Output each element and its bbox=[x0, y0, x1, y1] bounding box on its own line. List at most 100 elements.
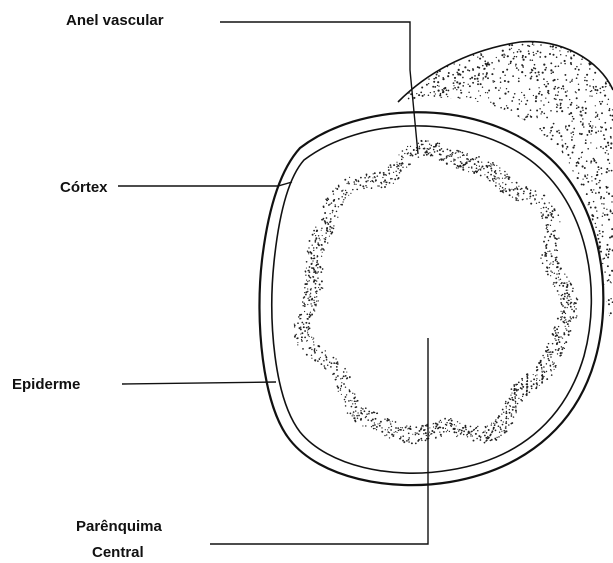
stipple-dot bbox=[437, 142, 439, 144]
stipple-dot bbox=[361, 413, 363, 415]
stipple-dot bbox=[524, 97, 525, 98]
stipple-dot bbox=[581, 107, 583, 109]
stipple-dot bbox=[491, 440, 492, 441]
stipple-dot bbox=[418, 94, 420, 96]
stipple-dot bbox=[504, 80, 506, 82]
stipple-dot bbox=[446, 163, 447, 164]
stipple-dot bbox=[513, 189, 515, 191]
stipple-dot bbox=[347, 412, 348, 413]
stipple-dot bbox=[415, 432, 416, 433]
stipple-dot bbox=[556, 261, 558, 263]
stipple-dot bbox=[482, 166, 484, 168]
stipple-dot bbox=[470, 434, 471, 435]
stipple-dot bbox=[438, 85, 439, 86]
stipple-dot bbox=[306, 354, 308, 356]
stipple-dot bbox=[550, 351, 552, 353]
stipple-dot bbox=[309, 327, 311, 329]
stipple-dot bbox=[375, 181, 376, 182]
stipple-dot bbox=[606, 42, 608, 44]
stipple-dot bbox=[588, 204, 590, 206]
stipple-dot bbox=[450, 154, 451, 155]
stipple-dot bbox=[373, 173, 374, 174]
stipple-dot bbox=[535, 97, 537, 99]
stipple-dot bbox=[585, 139, 587, 141]
stipple-dot bbox=[482, 109, 484, 111]
stipple-dot bbox=[544, 236, 546, 238]
stipple-dot bbox=[353, 397, 355, 399]
stipple-dot bbox=[406, 149, 408, 151]
stipple-dot bbox=[482, 79, 483, 80]
stipple-dot bbox=[333, 357, 335, 359]
stipple-dot bbox=[457, 168, 458, 169]
stipple-dot bbox=[483, 168, 485, 170]
stipple-dot bbox=[511, 182, 512, 183]
stipple-dot bbox=[520, 122, 522, 124]
stipple-dot bbox=[604, 271, 605, 272]
stipple-dot bbox=[478, 109, 480, 111]
stipple-dot bbox=[567, 107, 568, 108]
stipple-dot bbox=[506, 408, 507, 409]
stipple-dot bbox=[600, 68, 601, 69]
stipple-dot bbox=[420, 98, 422, 100]
stipple-dot bbox=[570, 299, 571, 300]
stipple-dot bbox=[605, 253, 607, 255]
stipple-dot bbox=[518, 80, 520, 82]
stipple-dot bbox=[602, 236, 604, 238]
stipple-dot bbox=[489, 180, 490, 181]
stipple-dot bbox=[401, 162, 403, 164]
stipple-dot bbox=[355, 401, 357, 403]
stipple-dot bbox=[406, 425, 407, 426]
stipple-dot bbox=[541, 382, 543, 384]
stipple-dot bbox=[610, 38, 612, 40]
stipple-dot bbox=[338, 206, 339, 207]
stipple-dot bbox=[364, 410, 366, 412]
stipple-dot bbox=[377, 423, 378, 424]
stipple-dot bbox=[560, 103, 562, 105]
stipple-dot bbox=[568, 281, 569, 282]
stipple-dot bbox=[350, 413, 352, 415]
stipple-dot bbox=[395, 171, 396, 172]
stipple-dot bbox=[338, 186, 340, 188]
stipple-dot bbox=[470, 97, 471, 98]
stipple-dot bbox=[546, 226, 548, 228]
stipple-dot bbox=[376, 412, 378, 414]
stipple-dot bbox=[512, 409, 514, 411]
stipple-dot bbox=[558, 277, 559, 278]
stipple-dot bbox=[569, 169, 571, 171]
stipple-dot bbox=[533, 378, 535, 380]
stipple-dot bbox=[556, 273, 557, 274]
stipple-dot bbox=[610, 127, 612, 129]
stipple-dot bbox=[355, 184, 356, 185]
stipple-dot bbox=[308, 322, 310, 324]
stipple-dot bbox=[482, 86, 483, 87]
stipple-dot bbox=[304, 337, 306, 339]
stipple-dot bbox=[558, 270, 559, 271]
stipple-dot bbox=[513, 52, 514, 53]
stipple-dot bbox=[555, 332, 557, 334]
stipple-dot bbox=[324, 241, 325, 242]
stipple-dot bbox=[570, 57, 571, 58]
stipple-dot bbox=[329, 226, 331, 228]
stipple-dot bbox=[301, 322, 303, 324]
stipple-dot bbox=[447, 75, 449, 77]
stipple-dot bbox=[443, 57, 444, 58]
stipple-dot bbox=[476, 438, 478, 440]
stipple-dot bbox=[551, 354, 552, 355]
stipple-dot bbox=[473, 430, 474, 431]
stipple-dot bbox=[543, 207, 545, 209]
stipple-dot bbox=[589, 48, 590, 49]
stipple-dot bbox=[316, 247, 318, 249]
label-parenquima-line1: Parênquima bbox=[76, 519, 162, 534]
stipple-dot bbox=[597, 171, 599, 173]
stipple-dot bbox=[578, 158, 580, 160]
stipple-dot bbox=[571, 102, 573, 104]
stipple-dot bbox=[602, 216, 603, 217]
stipple-dot bbox=[548, 224, 549, 225]
stipple-dot bbox=[557, 353, 558, 354]
stipple-dot bbox=[493, 164, 494, 165]
stipple-dot bbox=[333, 199, 335, 201]
stipple-dot bbox=[401, 156, 402, 157]
stipple-dot bbox=[542, 377, 544, 379]
stipple-dot bbox=[552, 351, 554, 353]
